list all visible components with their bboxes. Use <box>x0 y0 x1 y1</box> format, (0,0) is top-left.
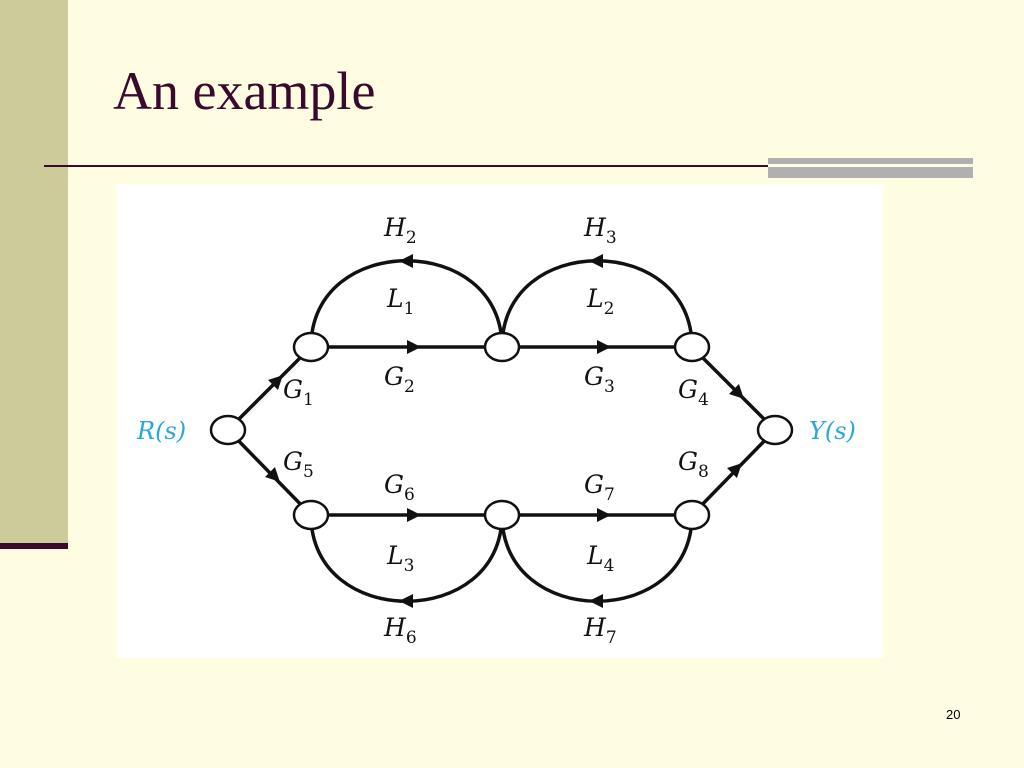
gain-label-g4: G4 <box>678 375 709 410</box>
arrow-h6 <box>399 594 413 608</box>
gain-label-g5: G5 <box>283 447 314 482</box>
gain-label-g6: G6 <box>384 470 415 505</box>
branch-g4 <box>690 345 777 432</box>
node-bottom-3 <box>673 499 711 531</box>
arrow-g7 <box>597 508 611 522</box>
loop-label-l1: L1 <box>386 284 414 319</box>
node-top-1 <box>292 331 330 363</box>
arrow-h2 <box>399 254 413 268</box>
gain-label-g3: G3 <box>584 362 615 397</box>
arrow-g3 <box>597 340 611 354</box>
decorative-gray-bar <box>768 158 973 178</box>
gain-label-h6: H6 <box>383 613 417 648</box>
branch-g1 <box>226 345 313 432</box>
loop-label-l3: L3 <box>386 541 414 576</box>
page-number: 20 <box>946 707 961 722</box>
slide-title: An example <box>113 61 376 121</box>
left-bar-accent <box>0 543 68 549</box>
node-bottom-2 <box>483 499 521 531</box>
signal-flow-graph-svg: R(s) Y(s) G1 G2 G3 G4 G5 G6 G7 G8 H2 H3 … <box>136 213 856 648</box>
gain-label-g8: G8 <box>678 447 709 482</box>
arrow-h7 <box>589 594 603 608</box>
gain-label-h2: H2 <box>383 213 417 248</box>
node-top-2 <box>483 331 521 363</box>
node-input <box>209 414 247 446</box>
arrow-g2 <box>407 340 421 354</box>
gain-label-h3: H3 <box>583 213 617 248</box>
input-label: R(s) <box>136 417 186 445</box>
output-label: Y(s) <box>809 417 856 445</box>
left-decorative-bar <box>0 0 68 546</box>
arrow-h3 <box>589 254 603 268</box>
loop-label-l4: L4 <box>586 541 614 576</box>
title-divider <box>44 165 874 167</box>
gain-label-g7: G7 <box>584 470 615 505</box>
arrow-g6 <box>407 508 421 522</box>
signal-flow-graph: R(s) Y(s) G1 G2 G3 G4 G5 G6 G7 G8 H2 H3 … <box>117 184 883 658</box>
gain-label-h7: H7 <box>583 613 617 648</box>
gain-label-g2: G2 <box>384 362 415 397</box>
loop-label-l2: L2 <box>586 284 614 319</box>
node-output <box>756 414 794 446</box>
node-bottom-1 <box>292 499 330 531</box>
gain-label-g1: G1 <box>283 375 314 410</box>
node-top-3 <box>673 331 711 363</box>
